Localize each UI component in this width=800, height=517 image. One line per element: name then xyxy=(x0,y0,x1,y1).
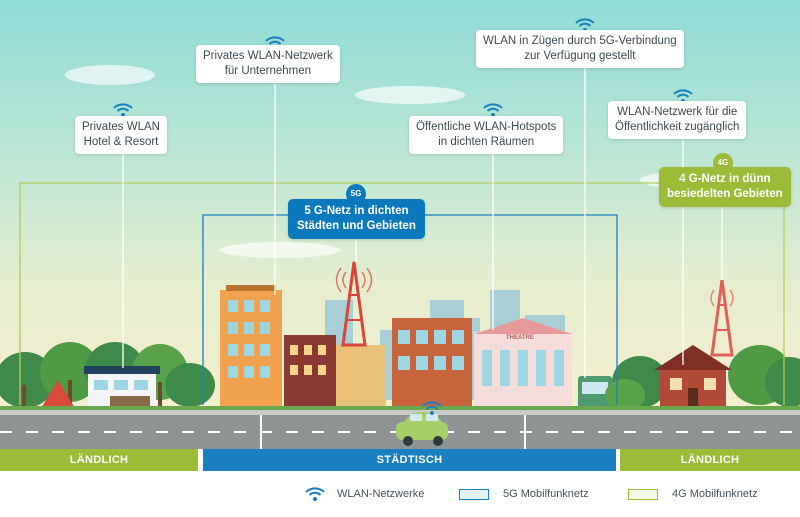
tent xyxy=(40,380,76,410)
sidewalk xyxy=(0,410,800,415)
cell-tower-icon xyxy=(335,261,373,347)
legend-5g-label: 5G Mobilfunknetz xyxy=(503,488,589,500)
legend-4g-swatch xyxy=(628,488,658,500)
zone-urban: STÄDTISCH xyxy=(203,449,616,471)
trees-right xyxy=(605,345,800,411)
5g-coverage-frame xyxy=(202,214,618,405)
legend-4g: 4G Mobilfunknetz xyxy=(628,486,758,502)
cell-tower-icon xyxy=(710,279,734,357)
legend-5g: 5G Mobilfunknetz xyxy=(459,486,589,502)
4g-coverage-frame xyxy=(19,182,785,405)
callout-private-wlan-hotel: Privates WLAN Hotel & Resort xyxy=(75,116,167,154)
city-buildings xyxy=(220,285,612,410)
hotel-resort-building xyxy=(84,366,160,408)
wifi-icon xyxy=(422,401,442,415)
country-house xyxy=(654,345,732,408)
legend-wlan-label: WLAN-Netzwerke xyxy=(337,488,425,500)
callout-4g-network: 4 G-Netz in dünn besiedelten Gebieten xyxy=(659,167,791,207)
callout-5g-network: 5 G-Netz in dichten Städten und Gebieten xyxy=(288,199,425,239)
callout-public-wlan: WLAN-Netzwerk für die Öffentlichkeit zug… xyxy=(608,101,747,139)
legend-5g-swatch xyxy=(459,488,489,500)
callout-wlan-trains: WLAN in Zügen durch 5G-Verbindung zur Ve… xyxy=(476,30,684,68)
callout-public-hotspots: Öffentliche WLAN-Hotspots in dichten Räu… xyxy=(409,116,564,154)
zone-rural-left: LÄNDLICH xyxy=(0,449,198,471)
zone-rural-right: LÄNDLICH xyxy=(620,449,800,471)
callout-private-wlan-business: Privates WLAN-Netzwerk für Unternehmen xyxy=(196,45,340,83)
wifi-icon xyxy=(305,487,325,501)
theatre-sign: THEATRE xyxy=(506,335,534,341)
legend-4g-label: 4G Mobilfunknetz xyxy=(672,488,758,500)
legend-wlan: WLAN-Netzwerke xyxy=(305,486,424,502)
